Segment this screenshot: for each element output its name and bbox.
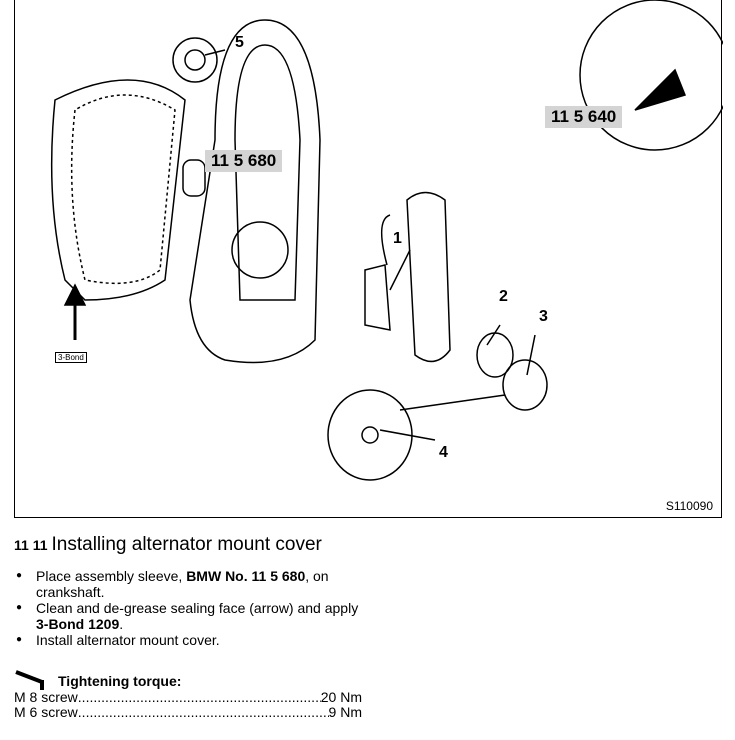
callout-2: 2 [499,288,508,305]
part-5-seal [172,37,218,83]
callout-4: 4 [439,444,448,461]
timing-chain [70,94,176,285]
part-4-pulley [327,389,413,481]
diagram-drawing [50,0,723,481]
sealant-tube-label: 3-Bond [55,352,87,363]
torque-title: Tightening torque: [58,673,182,689]
section-title: Installing alternator mount cover [51,534,322,555]
detail-inset [579,0,723,151]
part-3-pulley [502,359,548,411]
torque-row: M 8 screw 20 Nm [14,690,362,705]
engine-block-gasket [50,79,186,301]
alternator-mount-cover [189,19,321,364]
torque-wrench-icon [15,670,44,690]
callout-3: 3 [539,308,548,325]
part-1-sensor [364,264,391,331]
step-list: Place assembly sleeve, BMW No. 11 5 680,… [14,568,374,648]
callout-5: 5 [235,34,244,51]
step-item: Place assembly sleeve, BMW No. 11 5 680,… [14,568,374,600]
step-item: Install alternator mount cover. [14,632,374,648]
figure-number: S110090 [665,499,713,513]
callout-1: 1 [393,230,402,247]
torque-row: M 6 screw 9 Nm [14,705,362,720]
assembly-sleeve [182,159,206,197]
exploded-diagram: 1 2 3 4 5 11 5 680 11 5 640 3-Bond S1100… [14,0,723,518]
tool-label-inset: 11 5 640 [545,106,623,128]
section-number: 11 11 [14,537,48,553]
tool-label-sleeve: 11 5 680 [205,150,283,172]
step-item: Clean and de-grease sealing face (arrow)… [14,600,374,632]
torque-spec: Tightening torque: M 8 screw 20 Nm M 6 s… [14,670,362,720]
drive-belt [406,191,451,363]
